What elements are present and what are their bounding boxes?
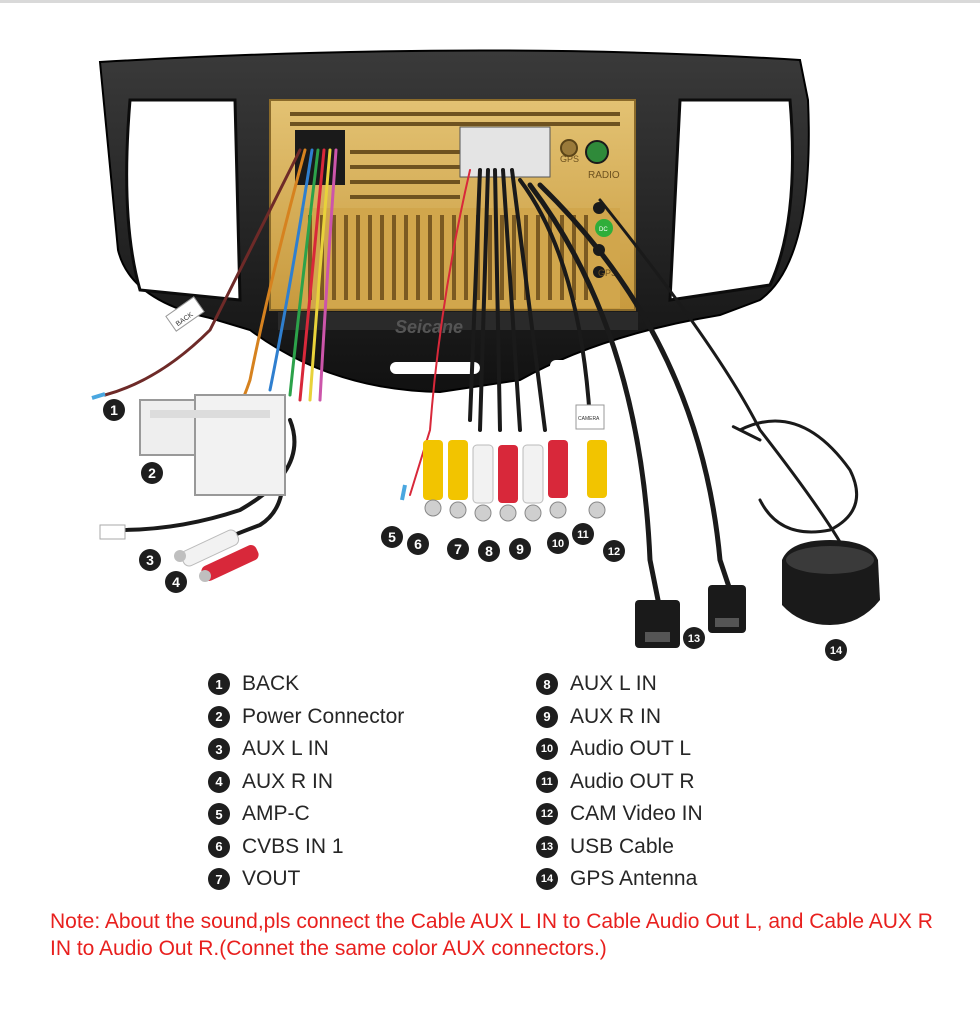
legend-item: 13 USB Cable [536,831,703,864]
dc-badge-label: DC [599,227,608,233]
legend-label: GPS Antenna [570,867,698,891]
svg-text:10: 10 [552,538,564,550]
radio-port-label: RADIO [588,170,620,181]
legend-label: Audio OUT R [570,769,695,793]
legend-number: 14 [536,868,558,891]
marker-10: 10 [547,532,569,554]
legend-item: 6 CVBS IN 1 [208,831,404,864]
marker-14: 14 [825,639,847,661]
legend-label: BACK [242,672,300,696]
svg-text:9: 9 [516,541,524,557]
legend-number: 10 [536,738,558,761]
marker-12: 12 [603,540,625,562]
gps2-port-label: GPS [598,268,617,278]
legend-item: 10 Audio OUT L [536,733,703,766]
svg-text:4: 4 [172,574,180,590]
legend-label: AUX L IN [242,737,329,761]
legend-label: Power Connector [242,704,405,728]
marker-5: 5 [381,526,403,548]
legend-item: 14 GPS Antenna [536,863,703,896]
legend-item: 3 AUX L IN [208,733,404,766]
legend-number: 4 [208,770,230,793]
legend-left: 1 BACK 2 Power Connector 3 AUX L IN 4 AUX R … [208,668,404,896]
callout-markers: 1 2 3 4 5 6 7 8 9 10 11 12 13 14 [103,399,847,661]
power-connector [139,394,286,496]
legend-label: CVBS IN 1 [242,834,344,858]
legend-number: 11 [536,770,558,793]
aux-in-plugs-left [174,529,259,582]
marker-2: 2 [141,462,163,484]
legend-number: 3 [208,738,230,761]
marker-1: 1 [103,399,125,421]
small-white-plug [99,524,126,540]
legend-item: 8 AUX L IN [536,668,703,701]
usb-connectors [635,585,746,648]
svg-text:14: 14 [830,645,843,657]
marker-7: 7 [447,538,469,560]
cam-tag-text: CAMERA [578,416,600,422]
marker-4: 4 [165,571,187,593]
legend-label: CAM Video IN [570,802,703,826]
rca-connectors: CAMERA [423,404,607,522]
legend-label: VOUT [242,867,301,891]
marker-8: 8 [478,540,500,562]
legend-label: AUX R IN [242,769,334,793]
legend-number: 5 [208,803,230,826]
svg-text:3: 3 [146,552,154,568]
head-unit-chassis: RADIO GPS GPS DC Seicane [269,99,638,337]
legend-number: 8 [536,673,558,696]
svg-text:7: 7 [454,541,462,557]
legend-label: AMP-C [242,802,310,826]
svg-text:13: 13 [688,633,700,645]
svg-text:11: 11 [577,529,589,541]
legend-number: 13 [536,835,558,858]
top-divider [0,0,980,3]
head-unit-wiring-photo: RADIO GPS GPS DC Seicane BACK [91,49,880,661]
legend-item: 12 CAM Video IN [536,798,703,831]
cable-bundle [103,148,859,613]
legend-label: USB Cable [570,834,674,858]
marker-11: 11 [572,523,594,545]
legend-item: 7 VOUT [208,863,404,896]
gps-port-label: GPS [560,154,579,164]
svg-text:1: 1 [110,402,118,418]
legend-item: 4 AUX R IN [208,766,404,799]
sound-connection-note: Note: About the sound,pls connect the Ca… [50,910,933,960]
svg-text:5: 5 [388,529,396,545]
legend-item: 1 BACK [208,668,404,701]
legend-number: 7 [208,868,230,891]
legend-label: AUX R IN [570,704,662,728]
svg-text:6: 6 [414,536,422,552]
marker-6: 6 [407,533,429,555]
legend-number: 9 [536,705,558,728]
legend-number: 6 [208,835,230,858]
legend-item: 11 Audio OUT R [536,766,703,799]
marker-13: 13 [683,627,705,649]
legend-item: 9 AUX R IN [536,701,703,734]
marker-3: 3 [139,549,161,571]
legend-number: 1 [208,673,230,696]
legend-label: AUX L IN [570,672,657,696]
back-wire-tip [91,392,106,400]
legend-number: 12 [536,803,558,826]
gps-antenna [782,540,880,625]
marker-9: 9 [509,538,531,560]
legend-item: 2 Power Connector [208,701,404,734]
seicane-watermark: Seicane [395,317,463,337]
svg-text:2: 2 [148,465,156,481]
svg-text:8: 8 [485,543,493,559]
legend-item: 5 AMP-C [208,798,404,831]
legend-label: Audio OUT L [570,737,692,761]
legend-number: 2 [208,705,230,728]
amp-wire-tip [400,484,407,501]
legend-right: 8 AUX L IN 9 AUX R IN 10 Audio OUT L 11 Audi… [536,668,703,896]
svg-text:12: 12 [608,546,620,558]
